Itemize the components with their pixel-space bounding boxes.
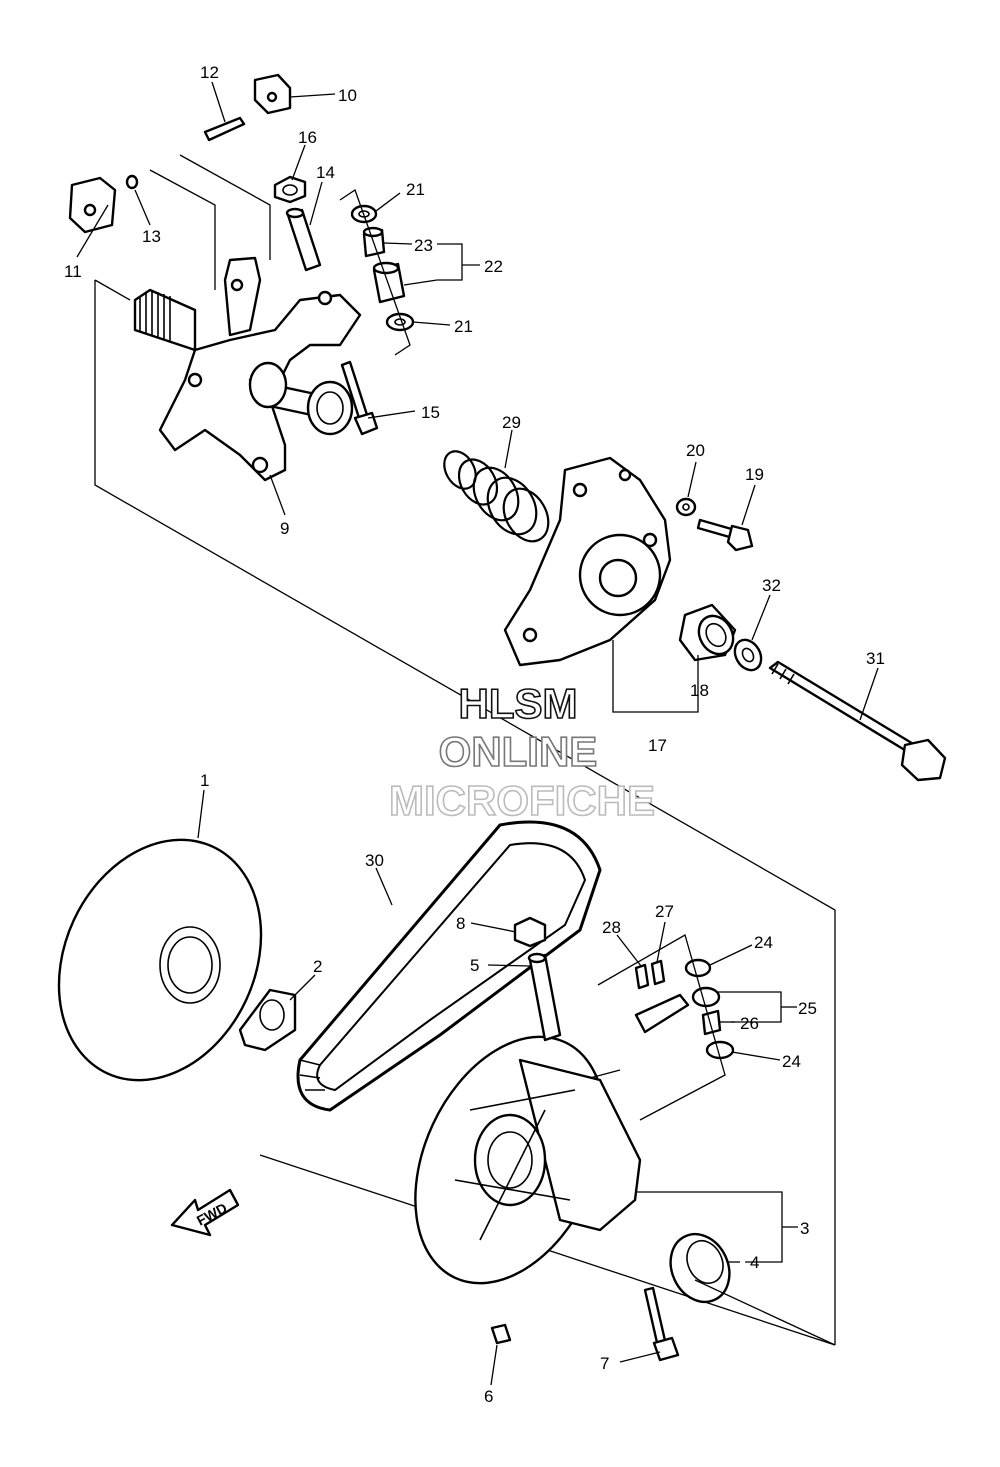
parts-24-28-roller-set [634, 958, 735, 1060]
group-bracket-21-22 [339, 188, 411, 356]
callout-2: 2 [313, 957, 322, 976]
watermark-line-3: MICROFICHE [389, 777, 655, 824]
callout-22: 22 [484, 257, 503, 276]
leader-lines [76, 81, 879, 1386]
part-10-weight-block [253, 73, 292, 115]
callout-24-top: 24 [754, 933, 773, 952]
callout-24-bottom: 24 [782, 1052, 801, 1071]
part-7-bolt [643, 1286, 680, 1362]
part-30-drive-belt [296, 820, 602, 1112]
callout-labels: 12 10 16 14 21 13 23 22 11 21 15 29 20 1… [64, 63, 885, 1406]
fwd-direction-arrow: FWD [170, 1188, 240, 1237]
part-32-washer [733, 638, 763, 672]
part-14-collar [285, 207, 322, 272]
watermark-line-2: ONLINE [439, 728, 598, 775]
part-17-cover-plate [503, 456, 672, 667]
part-15-bolt [340, 360, 379, 436]
part-1-fixed-sheave [57, 838, 263, 1082]
callout-13: 13 [142, 227, 161, 246]
part-31-long-bolt [768, 660, 947, 782]
callout-3: 3 [800, 1219, 809, 1238]
callout-11: 11 [64, 262, 82, 281]
callout-32: 32 [762, 576, 781, 595]
callout-30: 30 [365, 851, 384, 870]
callout-14: 14 [316, 163, 335, 182]
callout-25: 25 [798, 999, 817, 1018]
part-2-collar [238, 988, 297, 1052]
part-21-washer-top [350, 204, 378, 224]
callout-5: 5 [470, 956, 479, 975]
watermark: HLSM ONLINE MICROFICHE [388, 679, 656, 825]
part-3-movable-sheave [414, 1035, 642, 1285]
callout-29: 29 [502, 413, 521, 432]
callout-8: 8 [456, 914, 465, 933]
part-18-bushing [678, 603, 737, 662]
group-bracket-24-28 [597, 934, 726, 1121]
part-22-roller [372, 261, 406, 304]
callout-1: 1 [200, 771, 209, 790]
part-16-nut [273, 175, 307, 204]
callout-31: 31 [866, 649, 885, 668]
callout-18: 18 [690, 681, 709, 700]
callout-15: 15 [421, 403, 440, 422]
part-4-bearing [669, 1232, 731, 1304]
part-5-sleeve [527, 952, 562, 1042]
callout-19: 19 [745, 465, 764, 484]
callout-6: 6 [484, 1387, 493, 1406]
part-12-pin [203, 116, 246, 142]
callout-16: 16 [298, 128, 317, 147]
part-13-clip [125, 174, 139, 190]
group-bracket-10-13 [179, 154, 271, 260]
callout-23: 23 [414, 236, 433, 255]
callout-21-bottom: 21 [454, 317, 473, 336]
callout-4: 4 [750, 1253, 759, 1272]
part-8-nut [513, 916, 547, 948]
callout-26: 26 [740, 1014, 759, 1033]
part-9-spider-hub [133, 256, 362, 482]
callout-17: 17 [648, 736, 667, 755]
group-bracket-11-13 [149, 169, 216, 290]
callout-28: 28 [602, 918, 621, 937]
callout-27: 27 [655, 902, 674, 921]
callout-20: 20 [686, 441, 705, 460]
callout-9: 9 [280, 519, 289, 538]
part-19-bolt [696, 518, 754, 552]
callout-7: 7 [600, 1354, 609, 1373]
part-29-spring [443, 450, 550, 543]
callout-12: 12 [200, 63, 219, 82]
part-20-washer [675, 497, 697, 517]
callout-10: 10 [338, 86, 357, 105]
watermark-line-1: HLSM [459, 680, 578, 727]
part-11-weight-block [68, 176, 117, 234]
group-bracket-17 [612, 640, 699, 713]
callout-21-top: 21 [406, 180, 425, 199]
part-6-plug [490, 1323, 512, 1345]
